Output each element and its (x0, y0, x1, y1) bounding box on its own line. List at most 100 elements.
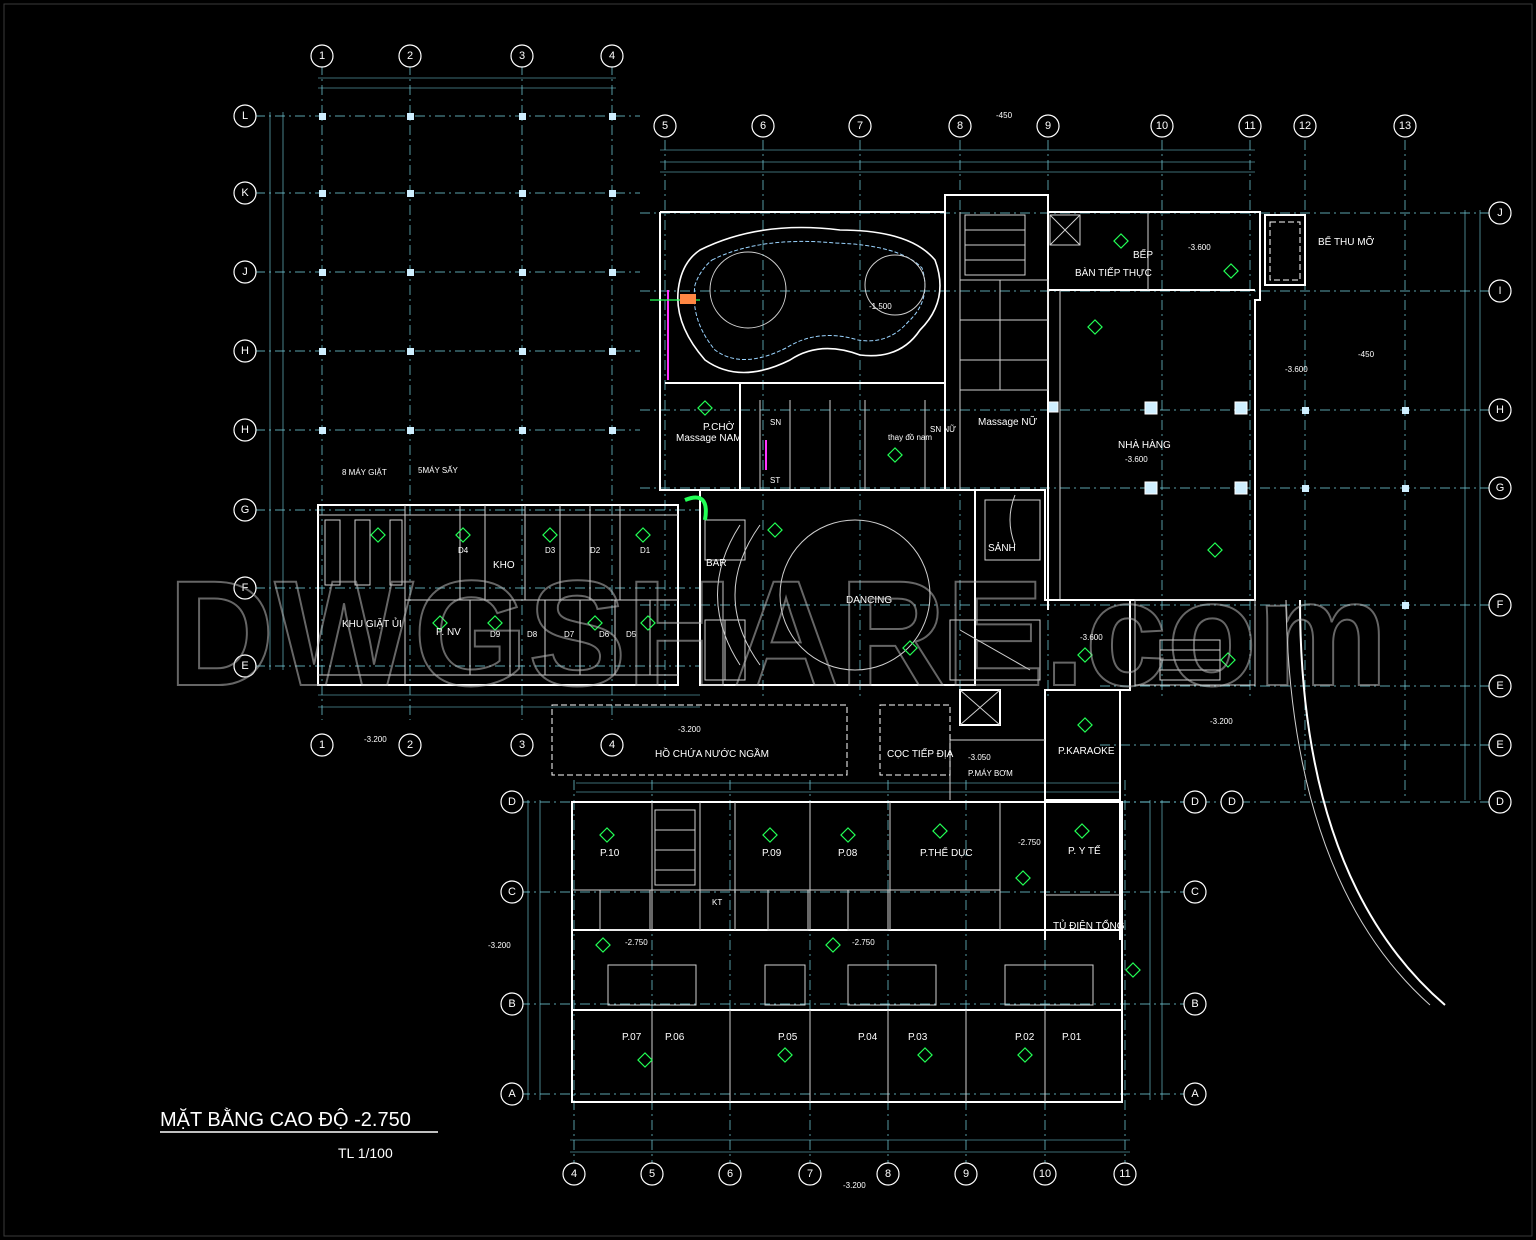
grid-bubbles-right: J I H G F E E D (1488, 201, 1512, 814)
elevation-12: -2.750 (852, 938, 875, 947)
grid-label-bottom-4: 4 (609, 739, 615, 751)
grid-label-top-8: 8 (957, 120, 963, 132)
grid-label-lower-left-D: D (508, 796, 516, 808)
label-be-thu-mo: BỂ THU MỠ (1318, 235, 1375, 248)
grid-label-left-G: G (241, 504, 250, 516)
label-nha-hang: NHÀ HÀNG (1118, 438, 1171, 451)
grid-label-left-F: F (242, 582, 249, 594)
label-p03: P.03 (908, 1032, 928, 1043)
label-massage-nu: Massage NỮ (978, 415, 1038, 428)
grid-label-right-D: D (1496, 796, 1504, 808)
elevation-4: -3.600 (1285, 365, 1308, 374)
grid-label-top-5: 5 (662, 120, 668, 132)
grid-label-left-L: L (242, 110, 248, 122)
label-p02: P.02 (1015, 1032, 1035, 1043)
grid-label-right-E: E (1496, 680, 1503, 692)
label-d6: D6 (599, 630, 610, 639)
elevation-16: -450 (1358, 350, 1375, 359)
elevation-1: -3.600 (1188, 243, 1211, 252)
grid-label-left-H: H (241, 345, 249, 357)
label-p-y-te: P. Y TẾ (1068, 844, 1101, 857)
grid-label-top-1: 1 (319, 50, 325, 62)
drawing-scale: TL 1/100 (338, 1145, 393, 1161)
elevation-3: -3.600 (1080, 633, 1103, 642)
grid-label-lower-right-B: B (1191, 998, 1198, 1010)
grid-label-bottom-12: 11 (1119, 1168, 1130, 1180)
grid-label-right-E2: E (1496, 739, 1503, 751)
label-bep: BẾP (1133, 248, 1153, 261)
grid-label-top-13: 13 (1399, 120, 1411, 132)
grid-label-right-H: H (1496, 404, 1504, 416)
watermark: DWGSHARE.com (168, 549, 1388, 717)
elevation-13: -2.750 (1018, 838, 1041, 847)
label-d4: D4 (458, 546, 469, 555)
swimming-pool (650, 226, 941, 374)
grid-label-bottom-8: 7 (807, 1168, 813, 1180)
label-sn: SN (770, 418, 781, 427)
label-p-may-bom: P.MÁY BƠM (968, 769, 1013, 778)
grid-label-bottom-7: 6 (727, 1168, 733, 1180)
grid-label-bottom-2: 2 (407, 739, 413, 751)
label-coc-tiep-dia: CỌC TIẾP ĐỊA (887, 747, 954, 760)
label-p04: P.04 (858, 1032, 878, 1043)
label-tu-dien-tong: TỦ ĐIỆN TỔNG (1053, 919, 1125, 932)
room-tags (370, 233, 1239, 1068)
grid-label-right-I: I (1498, 285, 1501, 297)
label-kho: KHO (493, 560, 515, 571)
grid-label-top-2: 2 (407, 50, 413, 62)
label-p09: P.09 (762, 848, 782, 859)
grid-label-bottom-6: 5 (649, 1168, 655, 1180)
label-d1: D1 (640, 546, 651, 555)
grid-label-top-12: 12 (1299, 120, 1311, 132)
label-ho-chua-nuoc: HỒ CHỨA NƯỚC NGẦM (655, 747, 769, 760)
label-p06: P.06 (665, 1032, 685, 1043)
elevation-11: -2.750 (625, 938, 648, 947)
label-d5: D5 (626, 630, 637, 639)
elevation-marks: -3.600 -3.600 -3.600 -3.600 -3.200 -3.20… (364, 111, 1375, 1190)
grid-label-bottom-9: 8 (885, 1168, 891, 1180)
label-kt: KT (712, 898, 722, 907)
label-p07: P.07 (622, 1032, 642, 1043)
grid-label-top-6: 6 (760, 120, 766, 132)
grid-label-bottom-3: 3 (519, 739, 525, 751)
grid-label-right-J: J (1497, 207, 1503, 219)
grid-label-top-9: 9 (1045, 120, 1051, 132)
structural-columns (319, 113, 1409, 609)
label-thay-do-nam: thay đồ nam (888, 433, 932, 442)
grid-label-bottom-5: 4 (571, 1168, 577, 1180)
grid-label-bottom-1: 1 (319, 739, 325, 751)
label-dancing: DANCING (846, 595, 892, 606)
building-walls (317, 194, 1306, 1103)
grid-label-lower-left-A: A (508, 1088, 516, 1100)
grid-label-lower-left-B: B (508, 998, 515, 1010)
grid-label-top-10: 10 (1156, 120, 1168, 132)
label-p08: P.08 (838, 848, 858, 859)
label-massage-nam: Massage NAM (676, 433, 742, 444)
grid-label-lower-left-C: C (508, 886, 516, 898)
grid-label-left-E: E (241, 660, 248, 672)
access-road (1299, 599, 1446, 1006)
elevation-6: -3.200 (364, 735, 387, 744)
elevation-9: -3.200 (843, 1181, 866, 1190)
label-d2: D2 (590, 546, 601, 555)
elevation-5: -3.200 (678, 725, 701, 734)
grid-bubbles-left: L K J H H G F E (233, 104, 257, 678)
label-bar: BAR (706, 558, 727, 569)
grid-label-lower-right-D: D (1191, 796, 1199, 808)
label-p-karaoke: P.KARAOKE (1058, 746, 1115, 757)
label-d9: D9 (490, 630, 501, 639)
elevation-15: -450 (996, 111, 1013, 120)
room-labels: BỂ THU MỠ BẾP BÀN TIẾP THỰC NHÀ HÀNG P.C… (342, 235, 1375, 1043)
grid-bubbles-bottom: 1 2 3 4 4 5 6 7 8 9 10 11 (310, 733, 1137, 1186)
label-p05: P.05 (778, 1032, 798, 1043)
grid-label-top-3: 3 (519, 50, 525, 62)
label-d7: D7 (564, 630, 575, 639)
elevation-7: -3.200 (1210, 717, 1233, 726)
elevation-14: -1.500 (869, 302, 892, 311)
grid-label-top-4: 4 (609, 50, 615, 62)
grid-label-top-11: 11 (1244, 120, 1255, 132)
label-d3: D3 (545, 546, 556, 555)
grid-label-lower-right-D2: D (1228, 796, 1236, 808)
elevation-2: -3.600 (1125, 455, 1148, 464)
